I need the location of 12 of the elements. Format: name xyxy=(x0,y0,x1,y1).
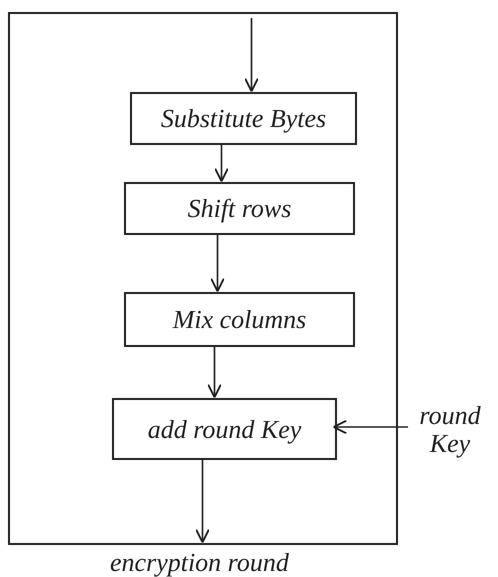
process-box: Mix columns xyxy=(124,292,355,347)
arrow xyxy=(210,233,225,292)
arrow xyxy=(207,345,222,398)
arrow xyxy=(244,18,259,92)
arrow xyxy=(214,143,229,182)
process-box: add round Key xyxy=(112,398,337,460)
arrow xyxy=(195,458,210,544)
input-label: round Key xyxy=(408,398,492,462)
frame-caption: encryption round xyxy=(110,549,289,577)
process-box: Shift rows xyxy=(124,182,355,235)
arrow xyxy=(332,420,408,434)
process-box: Substitute Bytes xyxy=(130,92,357,145)
